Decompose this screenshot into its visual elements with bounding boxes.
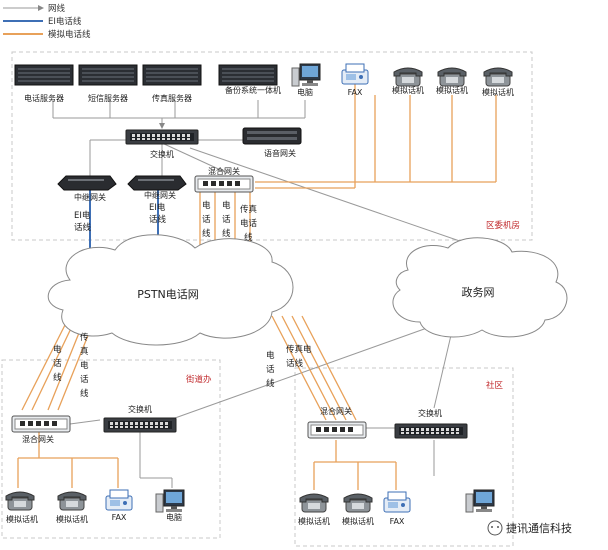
- sms-server-icon: [78, 64, 138, 86]
- district-fax-label: FAX: [348, 88, 363, 97]
- voice-gateway-label: 语音网关: [264, 148, 296, 158]
- e1-line-1-label-b: 话线: [74, 222, 92, 233]
- street-phone-line-c: 线: [53, 372, 62, 383]
- phone-server-label: 电话服务器: [24, 93, 64, 103]
- district-pc-icon: [291, 63, 321, 87]
- district-phone-1-icon: [393, 67, 423, 87]
- community-phone-1-icon: [299, 493, 329, 513]
- gov-label: 政务网: [462, 285, 495, 299]
- district-pc-label: 电脑: [297, 87, 313, 97]
- community-phone-line-b: 话: [266, 364, 275, 375]
- fax-server-icon: [142, 64, 202, 86]
- community-phone-line-a: 电: [266, 350, 275, 361]
- district-phone-2-icon: [437, 67, 467, 87]
- street-phone-2-label: 模拟话机: [56, 514, 88, 524]
- district-mixed-gateway-label: 混合网关: [208, 166, 240, 176]
- community-region-label: 社区: [486, 380, 504, 391]
- community-fax-line-b: 话线: [286, 358, 304, 369]
- street-switch-label: 交换机: [128, 404, 152, 414]
- district-phone-3-icon: [483, 67, 513, 87]
- backup-server-label: 备份系统一体机: [225, 85, 281, 95]
- community-switch-label: 交换机: [418, 408, 442, 418]
- district-mixed-gateway-icon: [194, 175, 254, 193]
- street-region-label: 街道办: [186, 374, 212, 385]
- community-switch-icon: [394, 423, 468, 439]
- watermark: 捷讯通信科技: [487, 520, 572, 536]
- district-switch-icon: [125, 129, 199, 145]
- voice-gateway-icon: [242, 127, 302, 145]
- district-switch-label: 交换机: [150, 149, 174, 159]
- trunk-gateway-2-label: 中继网关: [144, 190, 176, 200]
- street-switch-icon: [103, 417, 177, 433]
- district-phone-3-label: 模拟话机: [482, 87, 514, 97]
- phone-server-icon: [14, 64, 74, 86]
- wechat-icon: [487, 520, 503, 536]
- district-phone-line-a: 电: [202, 200, 211, 211]
- district-phone-line-c: 线: [202, 228, 211, 239]
- district-fax-line-b: 电话: [240, 218, 258, 229]
- district-phone-line2-c: 线: [222, 228, 231, 239]
- community-phone-2-label: 模拟话机: [342, 516, 374, 526]
- legend-analog-label: 模拟电话线: [48, 29, 91, 40]
- street-phone-1-label: 模拟话机: [6, 514, 38, 524]
- district-phone-2-label: 模拟话机: [436, 85, 468, 95]
- pstn-cloud: [47, 234, 294, 346]
- e1-line-2-label-a: EI电: [149, 202, 166, 213]
- community-phone-1-label: 模拟话机: [298, 516, 330, 526]
- street-fax-line-d: 话: [80, 374, 89, 385]
- trunk-gateway-2-icon: [127, 175, 187, 191]
- fax-server-label: 传真服务器: [152, 93, 192, 103]
- analog-lines: [17, 75, 497, 490]
- community-fax-label: FAX: [390, 517, 405, 526]
- district-phone-line-b: 话: [202, 214, 211, 225]
- street-region: [1, 359, 221, 539]
- e1-line-2-label-b: 话线: [149, 214, 167, 225]
- community-pc-icon: [465, 489, 495, 513]
- district-phone-line2-a: 电: [222, 200, 231, 211]
- sms-server-label: 短信服务器: [88, 93, 128, 103]
- community-phone-line-c: 线: [266, 378, 275, 389]
- street-phone-line-a: 电: [53, 344, 62, 355]
- street-fax-line-c: 电: [80, 360, 89, 371]
- district-phone-line2-b: 话: [222, 214, 231, 225]
- community-phone-2-icon: [343, 493, 373, 513]
- district-region-label: 区委机房: [486, 220, 520, 231]
- street-phone-1-icon: [5, 491, 35, 511]
- district-region: [11, 51, 533, 241]
- legend-network-label: 网线: [48, 3, 66, 14]
- community-mixed-gateway-icon: [307, 421, 367, 439]
- watermark-text: 捷讯通信科技: [506, 521, 572, 535]
- street-fax-line-b: 真: [80, 346, 89, 357]
- street-fax-icon: [105, 489, 133, 511]
- street-fax-label: FAX: [112, 513, 127, 522]
- backup-server-icon: [218, 64, 278, 86]
- trunk-gateway-1-label: 中继网关: [74, 192, 106, 202]
- legend-e1-label: EI电话线: [48, 16, 82, 27]
- street-phone-2-icon: [57, 491, 87, 511]
- street-pc-label: 电脑: [166, 512, 182, 522]
- community-region: [294, 367, 514, 547]
- street-phone-line-b: 话: [53, 358, 62, 369]
- street-pc-icon: [155, 489, 185, 513]
- pstn-label: PSTN电话网: [137, 288, 199, 301]
- trunk-gateway-1-icon: [57, 175, 117, 191]
- district-fax-icon: [341, 63, 369, 85]
- gov-cloud: [392, 237, 568, 338]
- street-fax-line-e: 线: [80, 388, 89, 399]
- community-fax-line-a: 传真电: [286, 344, 312, 355]
- e1-line-1-label-a: EI电: [74, 210, 91, 221]
- district-phone-1-label: 模拟话机: [392, 85, 424, 95]
- street-fax-line-a: 传: [80, 332, 89, 343]
- community-fax-icon: [383, 491, 411, 513]
- legend: 网线 EI电话线 模拟电话线: [3, 3, 91, 40]
- district-fax-line-a: 传真: [240, 204, 258, 215]
- community-mixed-gateway-label: 混合网关: [320, 406, 352, 416]
- street-mixed-gateway-label: 混合网关: [22, 434, 54, 444]
- street-mixed-gateway-icon: [11, 415, 71, 433]
- district-fax-line-c: 线: [244, 232, 253, 243]
